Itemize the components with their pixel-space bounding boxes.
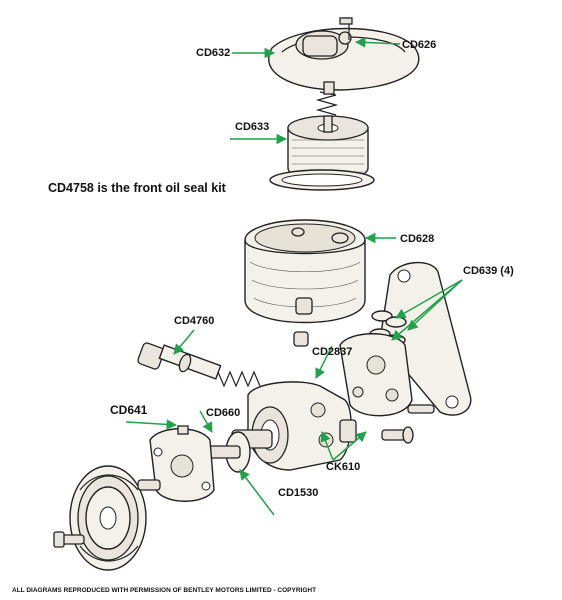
label-cd633: CD633 — [235, 121, 269, 133]
oil-seal-kit-note: CD4758 is the front oil seal kit — [48, 181, 227, 195]
drain-bush — [293, 331, 309, 347]
label-ck610: CK610 — [326, 461, 360, 473]
front-cover — [149, 425, 215, 502]
copyright-footer: ALL DIAGRAMS REPRODUCED WITH PERMISSION … — [12, 587, 316, 594]
label-cd641: CD641 — [110, 403, 148, 417]
filter-element — [287, 115, 369, 181]
mounting-bracket — [379, 261, 472, 416]
label-cd632: CD632 — [196, 47, 230, 59]
label-cd2837: CD2837 — [312, 346, 352, 358]
filter-bowl — [244, 219, 366, 324]
pump-rear-plate — [339, 333, 413, 417]
lid-spring — [315, 81, 339, 116]
leader-arrows — [125, 37, 463, 516]
label-cd639: CD639 (4) — [463, 265, 514, 277]
drive-pulley — [69, 465, 147, 571]
label-cd628: CD628 — [400, 233, 434, 245]
label-cd4760: CD4760 — [174, 315, 214, 327]
drive-shaft — [137, 479, 161, 491]
pulley-bolt — [53, 531, 85, 548]
label-cd1530: CD1530 — [278, 487, 318, 499]
side-screws — [381, 404, 435, 444]
label-cd626: CD626 — [402, 39, 436, 51]
pump-body — [247, 381, 357, 471]
relief-valve — [137, 342, 261, 388]
gasket-ring — [269, 169, 375, 191]
label-cd660: CD660 — [206, 407, 240, 419]
filter-cover-lid — [268, 17, 420, 91]
